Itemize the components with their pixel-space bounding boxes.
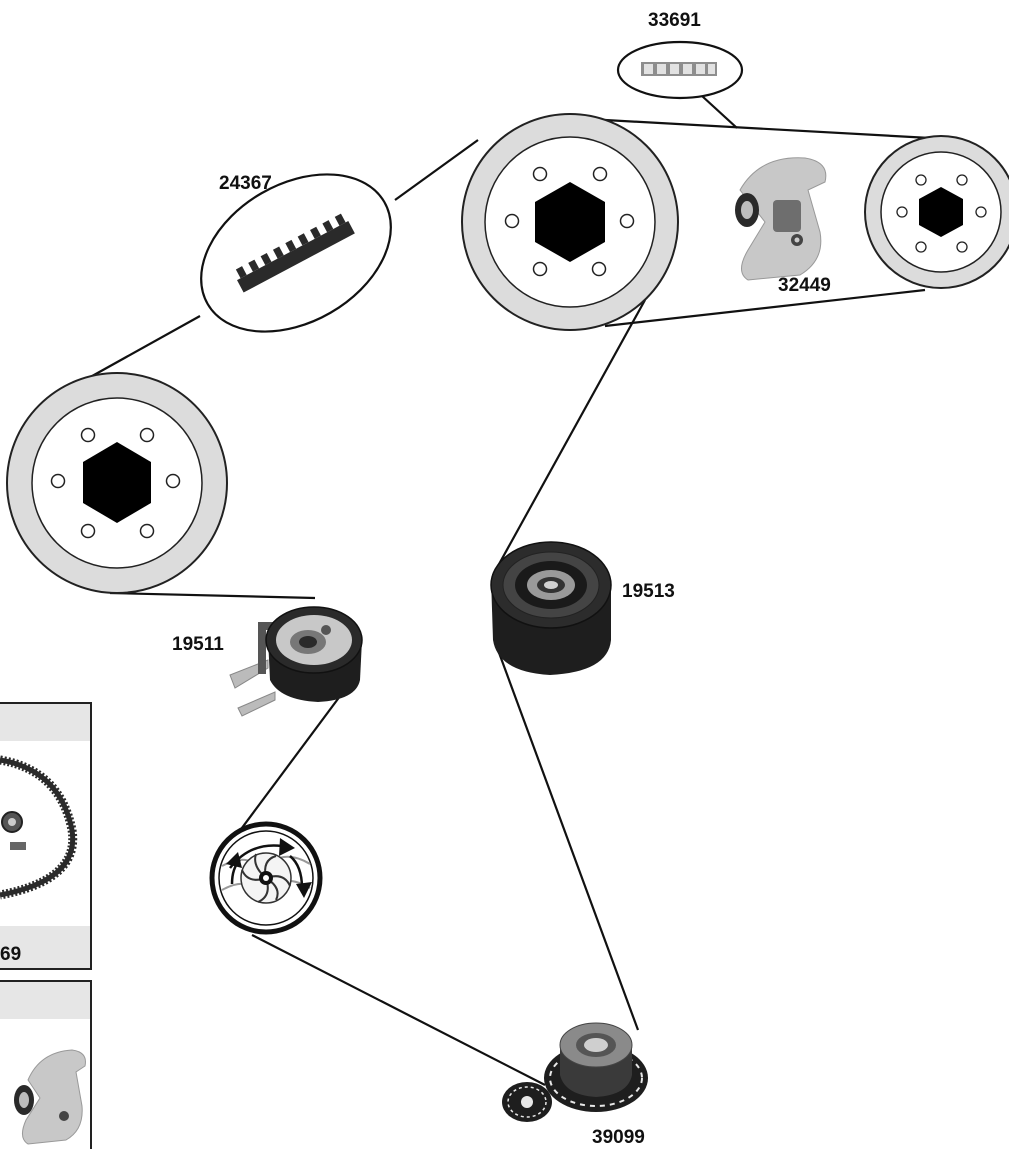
part-number-19513: 19513 <box>622 581 675 602</box>
chain-segment-image <box>641 62 717 76</box>
part-39099: 39099 <box>502 1023 648 1148</box>
part-number-33691: 33691 <box>648 10 701 31</box>
crank-sprocket-image <box>502 1023 648 1122</box>
auxiliary-pulley-right <box>865 136 1009 288</box>
callout-33691: 33691 <box>618 10 742 98</box>
water-pump-symbol <box>212 824 320 932</box>
part-32449: 32449 <box>735 158 831 296</box>
chain-tensioner-image <box>735 158 826 280</box>
part-19513: 19513 <box>491 542 675 675</box>
part-number-39099: 39099 <box>592 1127 645 1148</box>
callout-24367: 24367 <box>173 142 419 364</box>
kit-box-2 <box>0 981 91 1149</box>
part-number-24367: 24367 <box>219 173 272 194</box>
idler-pulley-image <box>491 542 611 675</box>
kit-box-1: 69 <box>0 703 91 969</box>
camshaft-pulley <box>462 114 678 330</box>
part-number-19511: 19511 <box>172 634 224 655</box>
auxiliary-pulley-left <box>7 373 227 593</box>
part-number-32449: 32449 <box>778 275 831 296</box>
tensioner-pulley-image <box>230 607 362 716</box>
kit-box-1-label: 69 <box>0 944 21 965</box>
part-19511: 19511 <box>172 607 362 716</box>
